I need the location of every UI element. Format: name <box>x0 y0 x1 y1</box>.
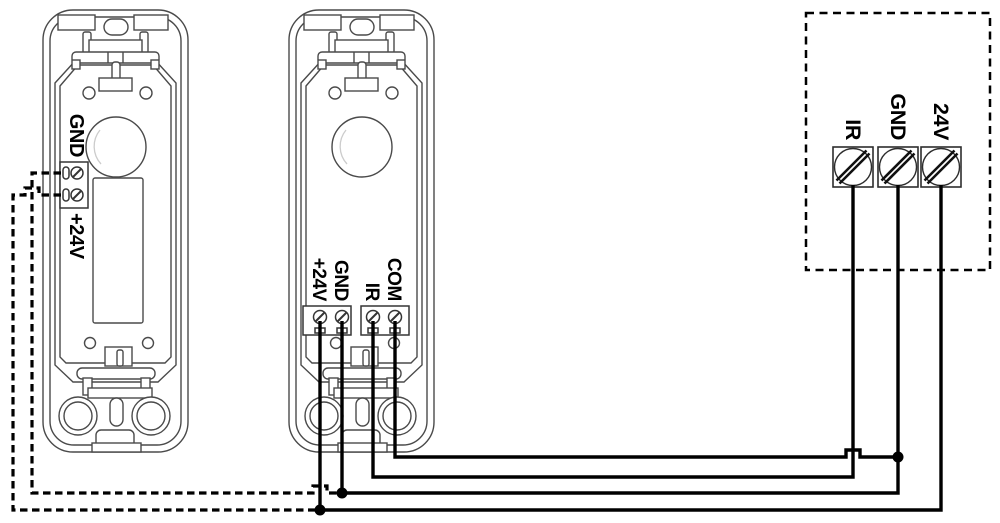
screw-slot-icon <box>368 312 378 322</box>
control-24v-label: 24V <box>929 103 953 141</box>
wire-receiver-ir <box>371 185 855 479</box>
screw-slot-icon <box>337 312 347 322</box>
screw-slot-icon <box>72 190 82 200</box>
screw-slot-icon <box>72 168 82 178</box>
control-ir-label: IR <box>841 119 865 141</box>
junction-gnd <box>336 487 348 499</box>
control-unit: IR GND 24V <box>804 11 992 272</box>
transmitter-pcb <box>92 177 144 324</box>
screw-slot-icon <box>883 152 916 185</box>
wire-control-gnd <box>342 185 900 495</box>
wire-transmitter-24v-dashed <box>11 186 320 512</box>
junction-24v <box>314 504 326 516</box>
photocell-transmitter: GND +24V <box>42 9 189 453</box>
receiver-body <box>288 9 435 453</box>
terminal-entry-gnd <box>62 166 70 180</box>
screw-slot-icon <box>390 312 400 322</box>
control-gnd-label: GND <box>886 93 910 140</box>
wire-control-24v <box>320 185 943 512</box>
screw-slot-icon <box>838 152 871 185</box>
terminal-screw-24v <box>921 147 961 187</box>
receiver-gnd-label: GND <box>330 260 351 301</box>
receiver-com-label: COM <box>383 258 404 301</box>
receiver-ir-label: IR <box>361 283 382 302</box>
screw-slot-icon <box>315 312 325 322</box>
wire-receiver-com <box>393 321 898 459</box>
screw-slot-icon <box>926 152 959 185</box>
terminal-screw-gnd <box>878 147 918 187</box>
wiring <box>11 171 943 516</box>
screw-slot-icon <box>923 149 956 182</box>
photocell-receiver: +24V GND IR COM <box>288 9 435 453</box>
screw-slot-icon <box>835 149 868 182</box>
receiver-24v-label: +24V <box>308 258 329 302</box>
screw-slot-icon <box>880 149 913 182</box>
junction-com-gnd <box>892 451 904 463</box>
transmitter-gnd-label: GND <box>65 114 87 157</box>
transmitter-24v-label: +24V <box>65 213 87 260</box>
terminal-entry-24v <box>62 188 70 202</box>
terminal-screw-ir <box>833 147 873 187</box>
